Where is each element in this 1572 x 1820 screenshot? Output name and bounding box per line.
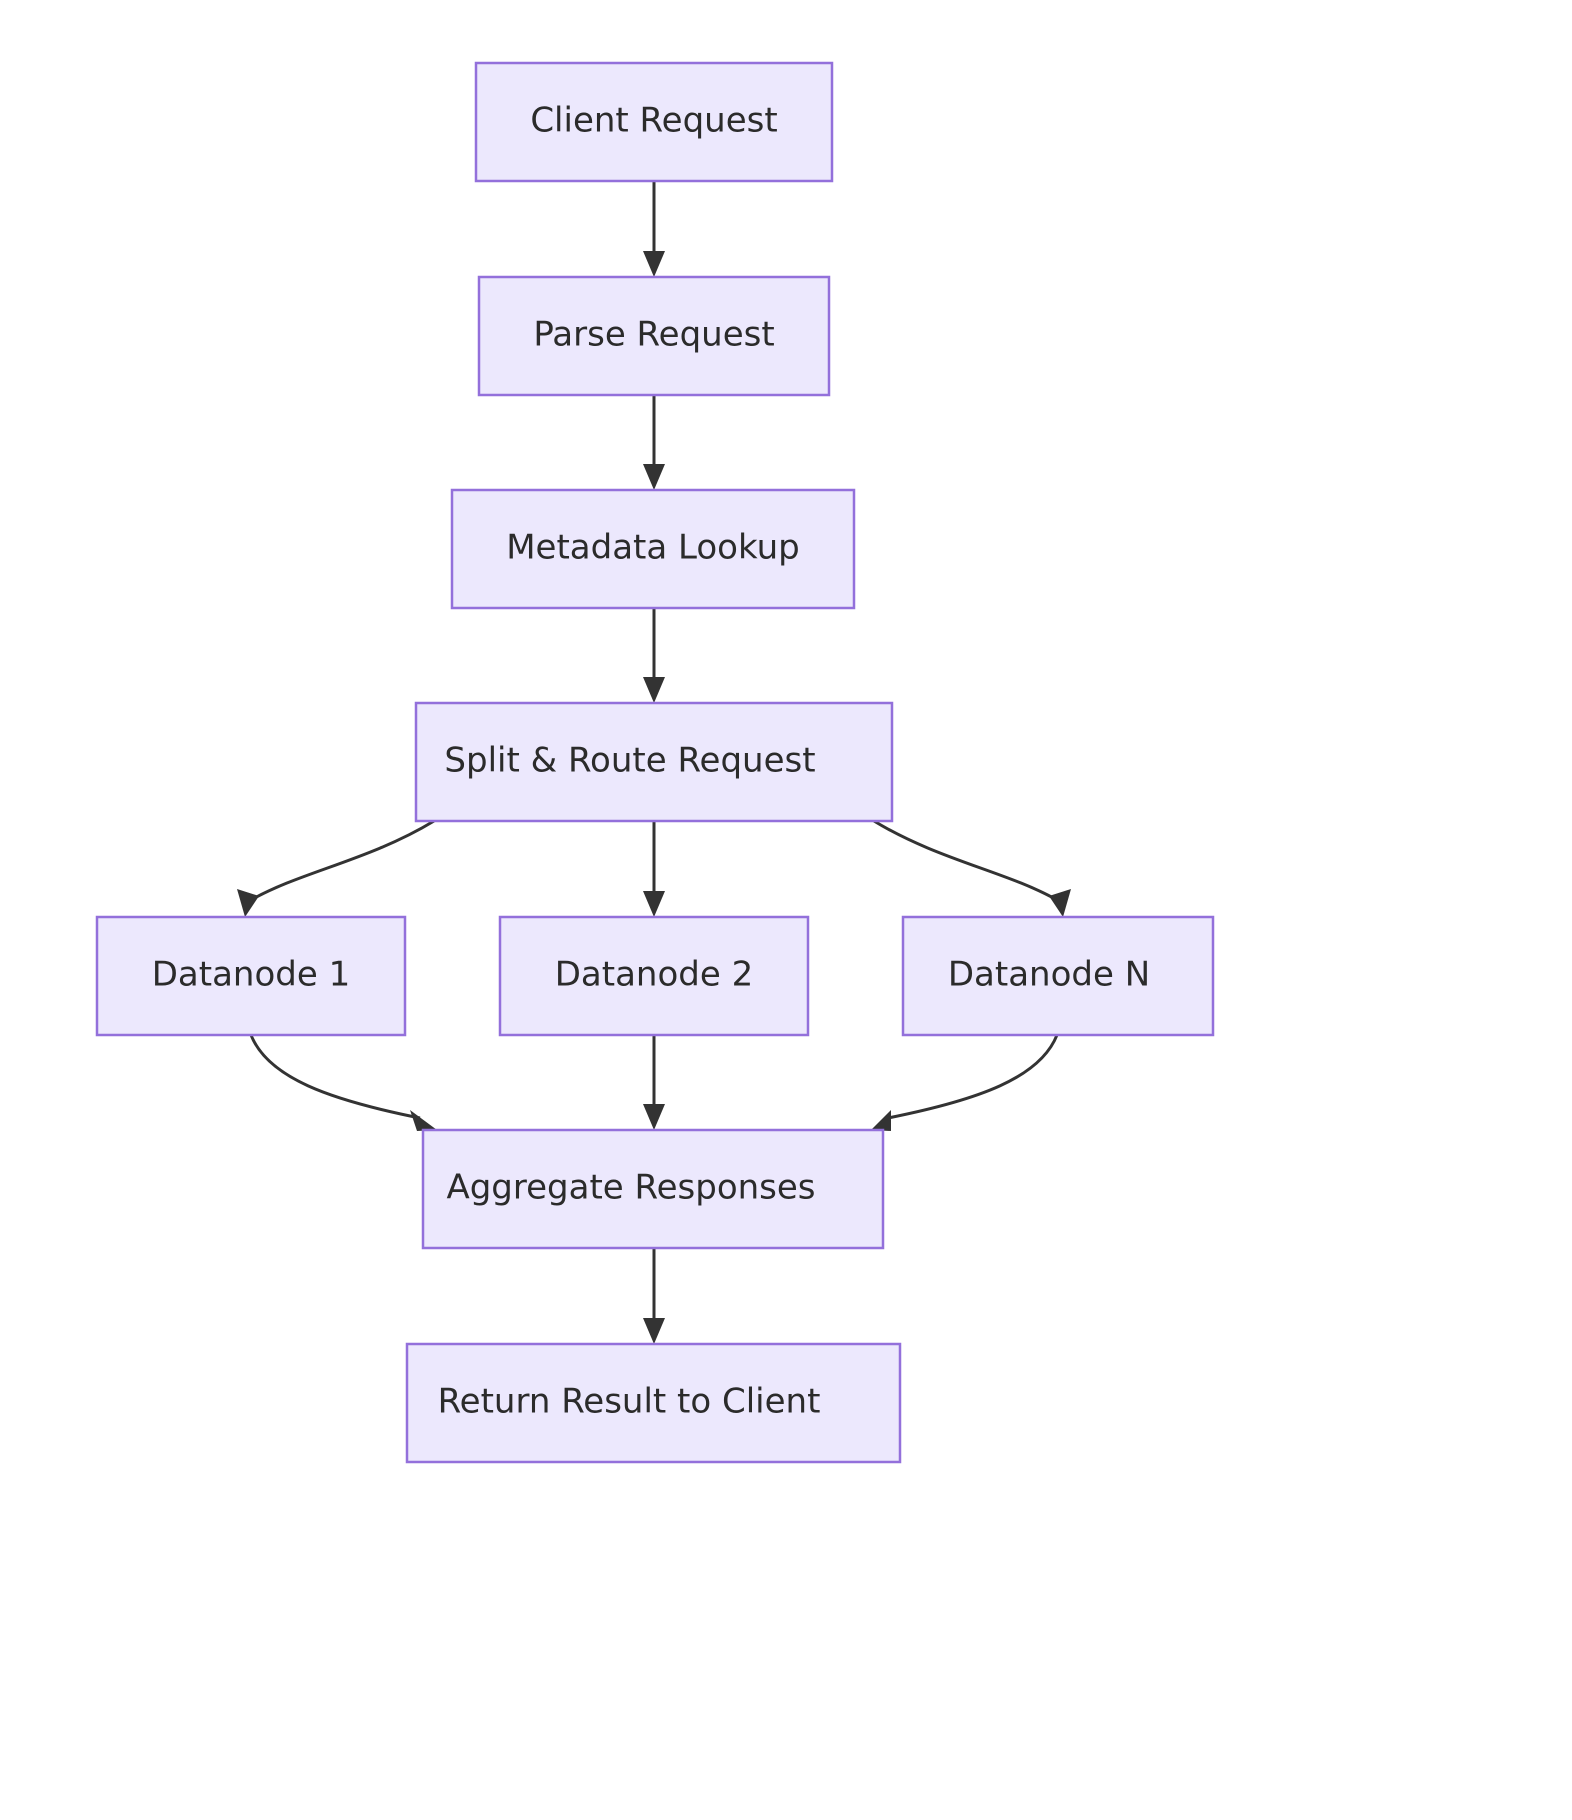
- node-datanode-1[interactable]: Datanode 1: [95, 915, 407, 1037]
- edge-metadata-lookup-to-split-route: [643, 608, 665, 703]
- node-datanode-n-label: Datanode N: [948, 955, 1150, 995]
- edge-split-route-to-datanode-1: [237, 819, 435, 917]
- node-datanode-n[interactable]: Datanode N: [901, 915, 1215, 1037]
- node-parse-request-label: Parse Request: [533, 315, 774, 355]
- node-client-request-box[interactable]: [474, 61, 834, 183]
- node-return-result-to-client[interactable]: Return Result to Client: [405, 1342, 902, 1464]
- node-datanode-2[interactable]: Datanode 2: [498, 915, 810, 1037]
- node-datanode-1-box[interactable]: [95, 915, 407, 1037]
- edge-datanode-1-to-aggregate: [249, 1034, 437, 1131]
- node-datanode-2-label: Datanode 2: [555, 955, 753, 995]
- node-split-route-request[interactable]: Split & Route Request: [414, 701, 894, 823]
- edge-datanode-n-to-aggregate: [871, 1034, 1059, 1131]
- edge-split-route-to-datanode-n: [873, 819, 1071, 917]
- node-aggregate-responses-label: Aggregate Responses: [446, 1168, 815, 1208]
- node-client-request-label: Client Request: [530, 101, 777, 141]
- node-client-request[interactable]: Client Request: [474, 61, 834, 183]
- node-aggregate-responses-box[interactable]: [421, 1128, 885, 1250]
- node-aggregate-responses[interactable]: Aggregate Responses: [421, 1128, 885, 1250]
- node-metadata-lookup[interactable]: Metadata Lookup: [450, 488, 856, 610]
- node-parse-request-box[interactable]: [477, 275, 831, 397]
- node-datanode-2-box[interactable]: [498, 915, 810, 1037]
- edge-aggregate-to-return-result: [643, 1248, 665, 1344]
- edge-datanode-2-to-aggregate: [643, 1035, 665, 1130]
- edge-split-route-to-datanode-2: [643, 821, 665, 917]
- edge-client-request-to-parse-request: [643, 181, 665, 277]
- node-metadata-lookup-label: Metadata Lookup: [506, 528, 800, 568]
- node-layer: Client Request Parse Request Metadata Lo…: [95, 61, 1215, 1464]
- edge-layer: [237, 181, 1071, 1344]
- node-parse-request[interactable]: Parse Request: [477, 275, 831, 397]
- node-metadata-lookup-box[interactable]: [450, 488, 856, 610]
- node-return-result-to-client-box[interactable]: [405, 1342, 902, 1464]
- node-datanode-n-box[interactable]: [901, 915, 1215, 1037]
- node-split-route-request-label: Split & Route Request: [444, 741, 815, 781]
- node-datanode-1-label: Datanode 1: [152, 955, 350, 995]
- node-split-route-request-box[interactable]: [414, 701, 894, 823]
- node-return-result-to-client-label: Return Result to Client: [438, 1382, 821, 1422]
- edge-parse-request-to-metadata-lookup: [643, 395, 665, 490]
